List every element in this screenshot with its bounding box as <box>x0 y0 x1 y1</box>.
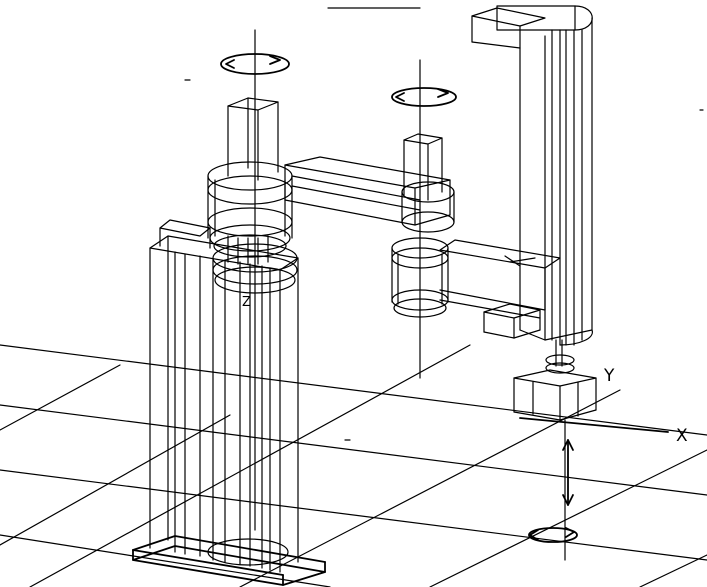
z-travel-arrow <box>562 439 574 506</box>
tool-rotation-arrow <box>528 527 578 543</box>
end-effector <box>513 339 597 421</box>
z-axis-label: Z <box>242 295 251 310</box>
elbow-motor-box <box>403 133 443 201</box>
shoulder-joint <box>207 161 293 265</box>
base-column <box>149 219 299 573</box>
x-axis-label: X <box>676 426 688 446</box>
decorative-marks <box>184 7 704 441</box>
rotation-axes <box>254 29 566 561</box>
floor-grid <box>0 344 707 587</box>
elbow-joint <box>391 181 455 318</box>
elbow-rotation-arrow <box>391 87 457 107</box>
y-axis-label: Y <box>603 366 615 386</box>
shoulder-motor-box <box>227 97 279 181</box>
x-axis <box>519 417 669 433</box>
shoulder-rotation-arrow <box>220 53 290 75</box>
forearm-link <box>439 239 561 339</box>
upper-arm-link <box>284 156 451 226</box>
z-axis-tower <box>471 5 593 346</box>
